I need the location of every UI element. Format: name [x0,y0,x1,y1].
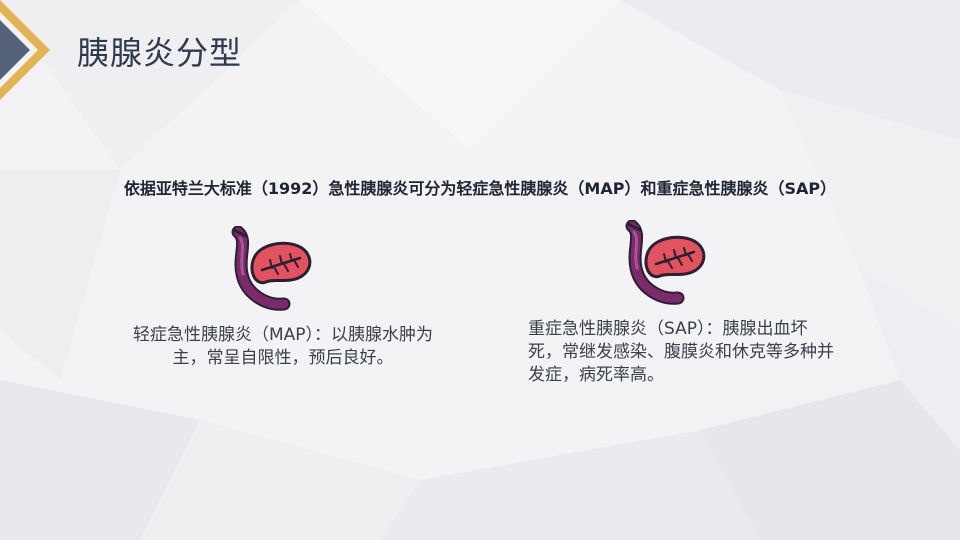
map-description: 轻症急性胰腺炎（MAP）：以胰腺水肿为主，常呈自限性，预后良好。 [132,325,434,368]
corner-chevron-decoration [0,0,50,100]
pancreas-icon [231,226,312,311]
pancreas-icon [625,220,706,305]
classification-headline: 依据亚特兰大标准（1992）急性胰腺炎可分为轻症急性胰腺炎（MAP）和重症急性胰… [123,179,837,198]
slide-title: 胰腺炎分型 [77,34,243,72]
sap-description: 重症急性胰腺炎（SAP）：胰腺出血坏死，常继发感染、腹膜炎和休克等多种并发症，病… [528,319,834,385]
